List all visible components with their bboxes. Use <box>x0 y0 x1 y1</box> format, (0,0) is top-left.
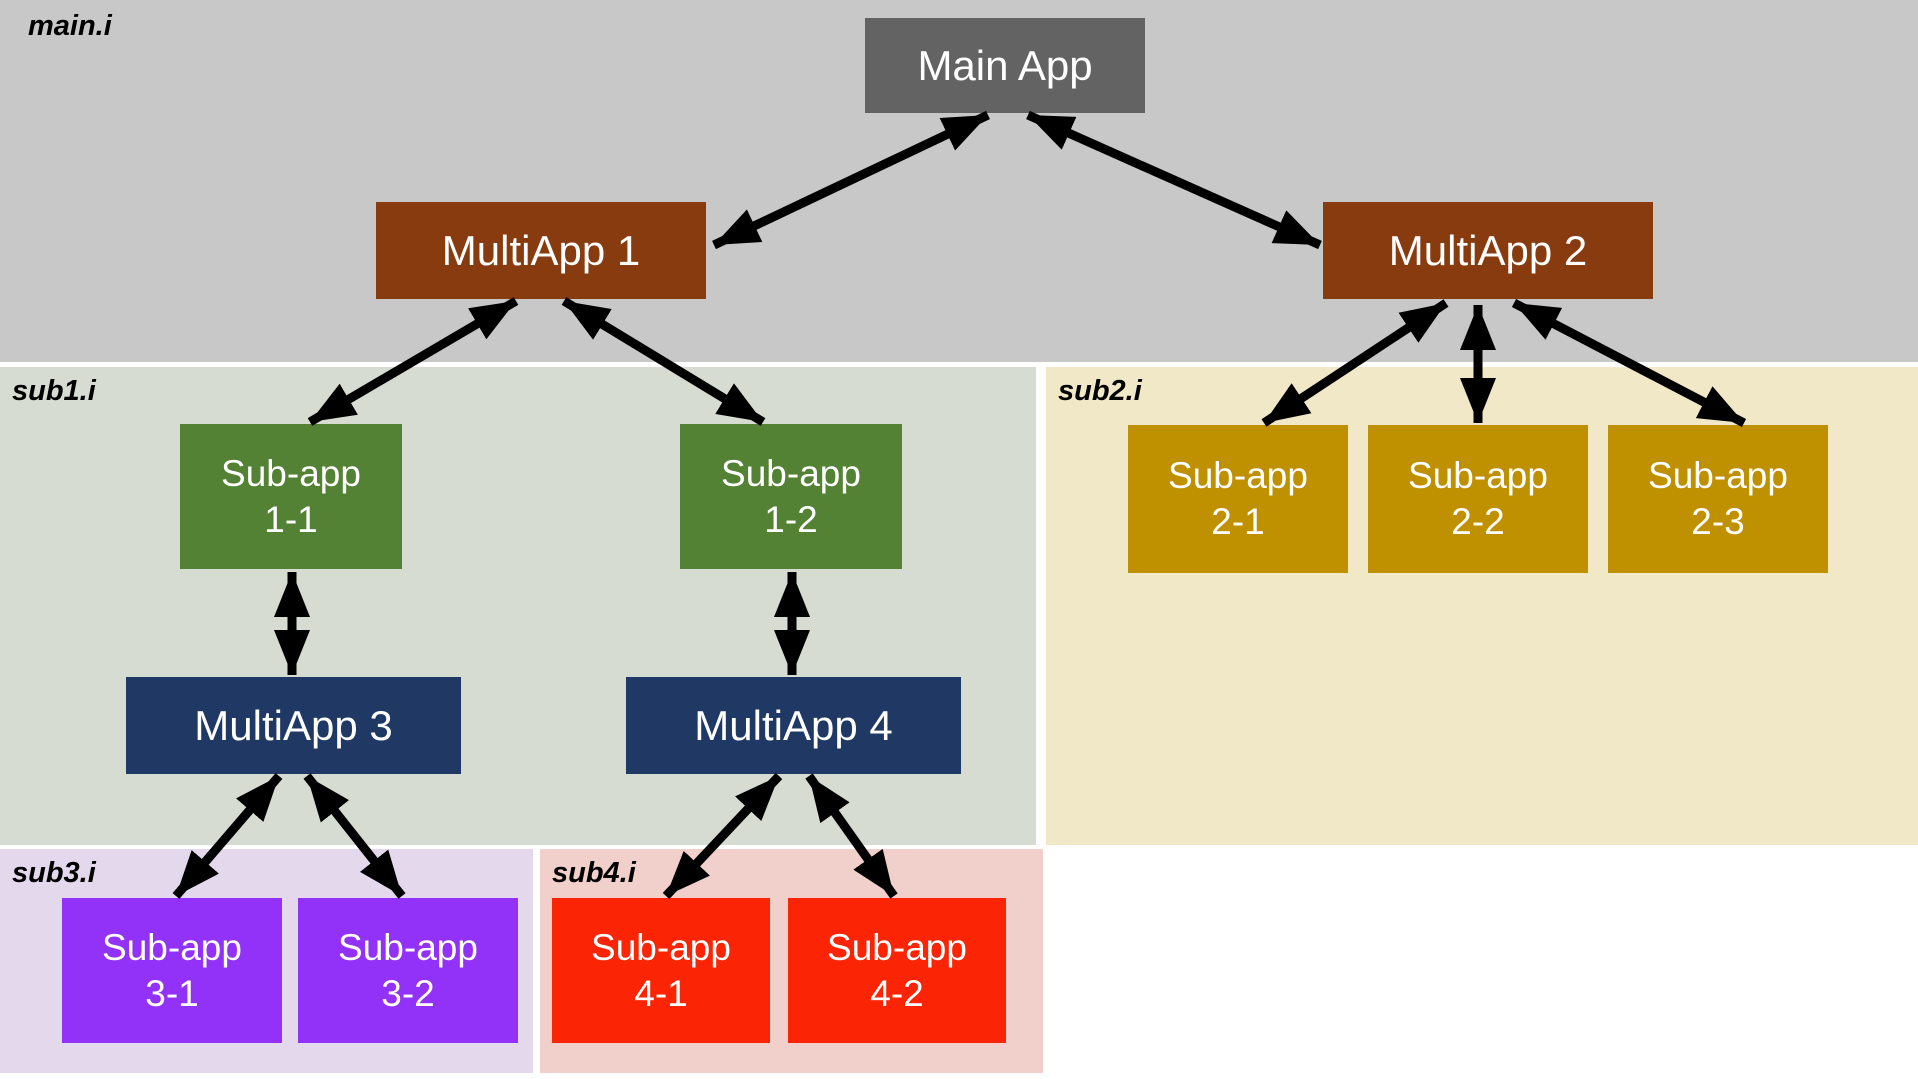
region-sub1-label: sub1.i <box>12 375 96 407</box>
node-sub-app-3-1: Sub-app 3-1 <box>62 898 282 1043</box>
node-sub-app-4-2: Sub-app 4-2 <box>788 898 1006 1043</box>
node-multiapp-1: MultiApp 1 <box>376 202 706 299</box>
node-sub-app-1-2: Sub-app 1-2 <box>680 424 902 569</box>
node-multiapp-4: MultiApp 4 <box>626 677 961 774</box>
node-sub-app-2-1: Sub-app 2-1 <box>1128 425 1348 573</box>
region-sub3-label: sub3.i <box>12 857 96 889</box>
node-sub-app-2-3: Sub-app 2-3 <box>1608 425 1828 573</box>
region-sub4-label: sub4.i <box>552 857 636 889</box>
node-multiapp-2: MultiApp 2 <box>1323 202 1653 299</box>
node-multiapp-3: MultiApp 3 <box>126 677 461 774</box>
region-sub2-label: sub2.i <box>1058 375 1142 407</box>
node-main-app: Main App <box>865 18 1145 113</box>
region-main-label: main.i <box>28 10 112 42</box>
node-sub-app-1-1: Sub-app 1-1 <box>180 424 402 569</box>
node-sub-app-4-1: Sub-app 4-1 <box>552 898 770 1043</box>
node-sub-app-3-2: Sub-app 3-2 <box>298 898 518 1043</box>
node-sub-app-2-2: Sub-app 2-2 <box>1368 425 1588 573</box>
